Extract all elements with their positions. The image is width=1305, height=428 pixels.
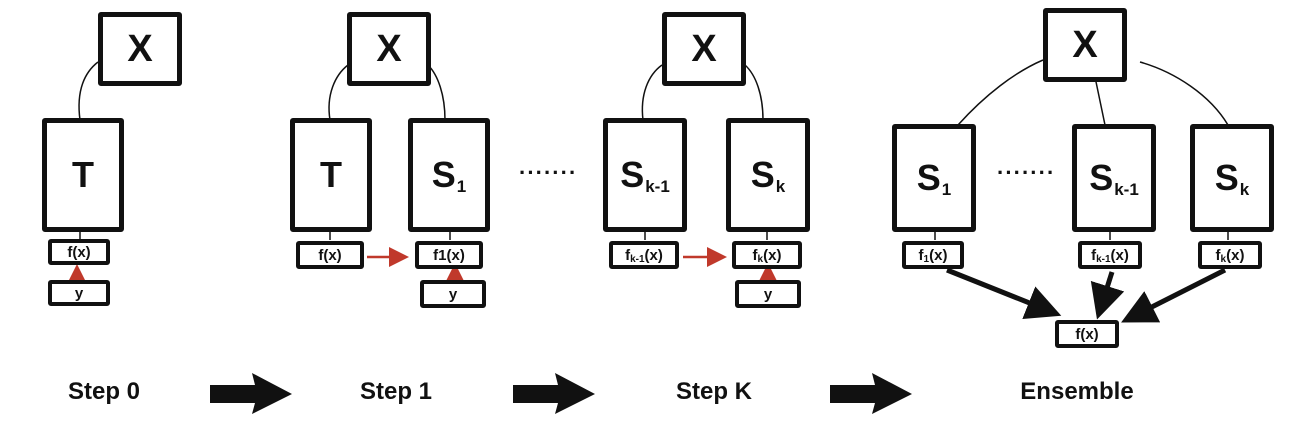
- caption-step0: Step 0: [67, 378, 141, 405]
- input-x-label: X: [127, 27, 153, 70]
- caption-ensemble: Ensemble: [1020, 378, 1134, 405]
- student-k-1-box-ensemble: Sk-1: [1072, 124, 1156, 232]
- teacher-model-box-step0: T: [42, 118, 124, 232]
- student-output-box-step1: f1(x): [415, 241, 483, 269]
- ellipsis-ensemble: ·······: [997, 160, 1056, 185]
- target-label: y: [74, 284, 84, 302]
- current-student-label: Sk: [750, 154, 786, 196]
- arrow-f1x-to-final: [946, 267, 1062, 319]
- target-y-box-stepk: y: [735, 280, 801, 308]
- teacher-model-box-step1: T: [290, 118, 372, 232]
- prev-student-box-stepk: Sk-1: [603, 118, 687, 232]
- teacher-label: T: [320, 154, 342, 195]
- student-1-box-ensemble: S1: [892, 124, 976, 232]
- input-x-box-step0: X: [98, 12, 182, 86]
- teacher-label: T: [72, 154, 94, 195]
- final-output-label: f(x): [1075, 325, 1099, 343]
- student-k-1-label: Sk-1: [1089, 157, 1139, 199]
- prev-output-label: fk-1(x): [625, 246, 663, 265]
- link-x-t-step1: [328, 64, 349, 121]
- input-x-box-stepk: X: [662, 12, 746, 86]
- student-output-label: f1(x): [433, 246, 465, 264]
- current-output-label: fk(x): [752, 246, 782, 265]
- teacher-output-label: f(x): [318, 246, 342, 264]
- link-x-sk-ensemble: [1139, 61, 1229, 126]
- arrow-fkx-to-final: [1121, 267, 1227, 323]
- step-arrow-2: [513, 373, 595, 414]
- ellipsis-step1-stepk: ·······: [519, 160, 578, 185]
- student-model-box-step1: S1: [408, 118, 490, 232]
- link-x-sk1-stepk: [641, 64, 663, 121]
- output-label: f(x): [67, 243, 91, 261]
- caption-stepk: Step K: [675, 378, 752, 405]
- ensemble-final-output-box: f(x): [1055, 320, 1119, 348]
- current-student-box-stepk: Sk: [726, 118, 810, 232]
- step-arrow-3: [830, 373, 912, 414]
- link-x-sk-stepk: [744, 64, 764, 121]
- student-label: S1: [431, 154, 467, 196]
- link-x-t-step0: [78, 61, 99, 121]
- student-k-label: Sk: [1214, 157, 1250, 199]
- input-x-box-ensemble: X: [1043, 8, 1127, 82]
- output-fx-box-step0: f(x): [48, 239, 110, 265]
- student-1-output-box: f1(x): [902, 241, 964, 269]
- step-arrow-1: [210, 373, 292, 414]
- student-k-box-ensemble: Sk: [1190, 124, 1274, 232]
- teacher-output-box-step1: f(x): [296, 241, 364, 269]
- prev-student-label: Sk-1: [620, 154, 670, 196]
- student-k-1-output-label: fk-1(x): [1091, 246, 1129, 265]
- student-1-label: S1: [916, 157, 952, 199]
- target-label: y: [448, 285, 458, 303]
- link-x-sk1-ensemble: [1094, 76, 1106, 126]
- student-1-output-label: f1(x): [918, 246, 948, 265]
- target-y-box-step0: y: [48, 280, 110, 306]
- student-k-1-output-box: fk-1(x): [1078, 241, 1142, 269]
- target-label: y: [763, 285, 773, 303]
- target-y-box-step1: y: [420, 280, 486, 308]
- input-x-label: X: [1072, 23, 1098, 66]
- arrow-fk1x-to-final: [1090, 271, 1125, 320]
- caption-step1: Step 1: [359, 378, 433, 405]
- current-output-box-stepk: fk(x): [732, 241, 802, 269]
- input-x-label: X: [691, 27, 717, 70]
- student-k-output-box: fk(x): [1198, 241, 1262, 269]
- input-x-box-step1: X: [347, 12, 431, 86]
- student-k-output-label: fk(x): [1215, 246, 1245, 265]
- link-x-s1-ensemble: [957, 59, 1044, 126]
- input-x-label: X: [376, 27, 402, 70]
- prev-output-box-stepk: fk-1(x): [609, 241, 679, 269]
